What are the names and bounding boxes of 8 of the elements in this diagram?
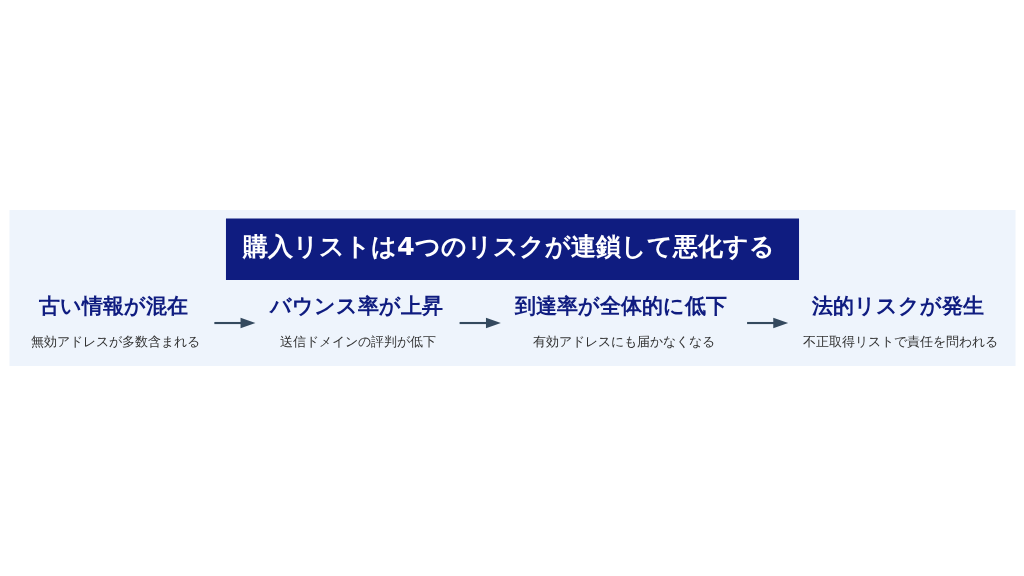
- node-text: 法的リスクが発生 不正取得リストで責任を問われる: [802, 293, 998, 349]
- arrow: [459, 317, 501, 329]
- node-text: 古い情報が混在 無効アドレスが多数含まれる: [30, 293, 200, 349]
- node-text: 到達率が全体的に低下 有効アドレスにも届かなくなる: [514, 293, 727, 349]
- diagram-title: 購入リストは4つのリスクが連鎖して悪化する: [242, 230, 775, 261]
- node-text: バウンス率が上昇 送信ドメインの評判が低下: [269, 293, 443, 349]
- arrow: [746, 317, 788, 329]
- arrow: [213, 317, 255, 329]
